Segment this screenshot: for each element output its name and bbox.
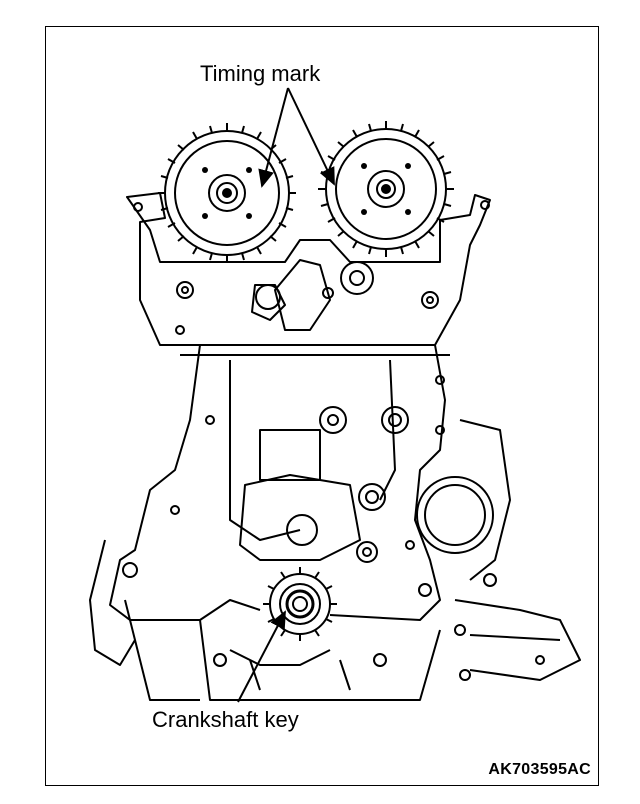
timing-mark-label: Timing mark xyxy=(200,61,321,86)
figure-frame xyxy=(45,26,599,786)
figure-id: AK703595AC xyxy=(488,761,591,778)
timing-mark-arrow-left xyxy=(258,87,289,188)
crank-sprocket-teeth xyxy=(263,567,337,641)
timing-mark-arrow-right xyxy=(287,87,335,186)
cylinder-head-outline xyxy=(126,192,491,346)
engine-block-left xyxy=(109,344,261,621)
crankshaft-key-label: Crankshaft key xyxy=(152,707,299,732)
right-bore xyxy=(416,476,494,554)
crankshaft-key-arrow xyxy=(237,610,286,703)
engine-block-right xyxy=(329,344,446,621)
